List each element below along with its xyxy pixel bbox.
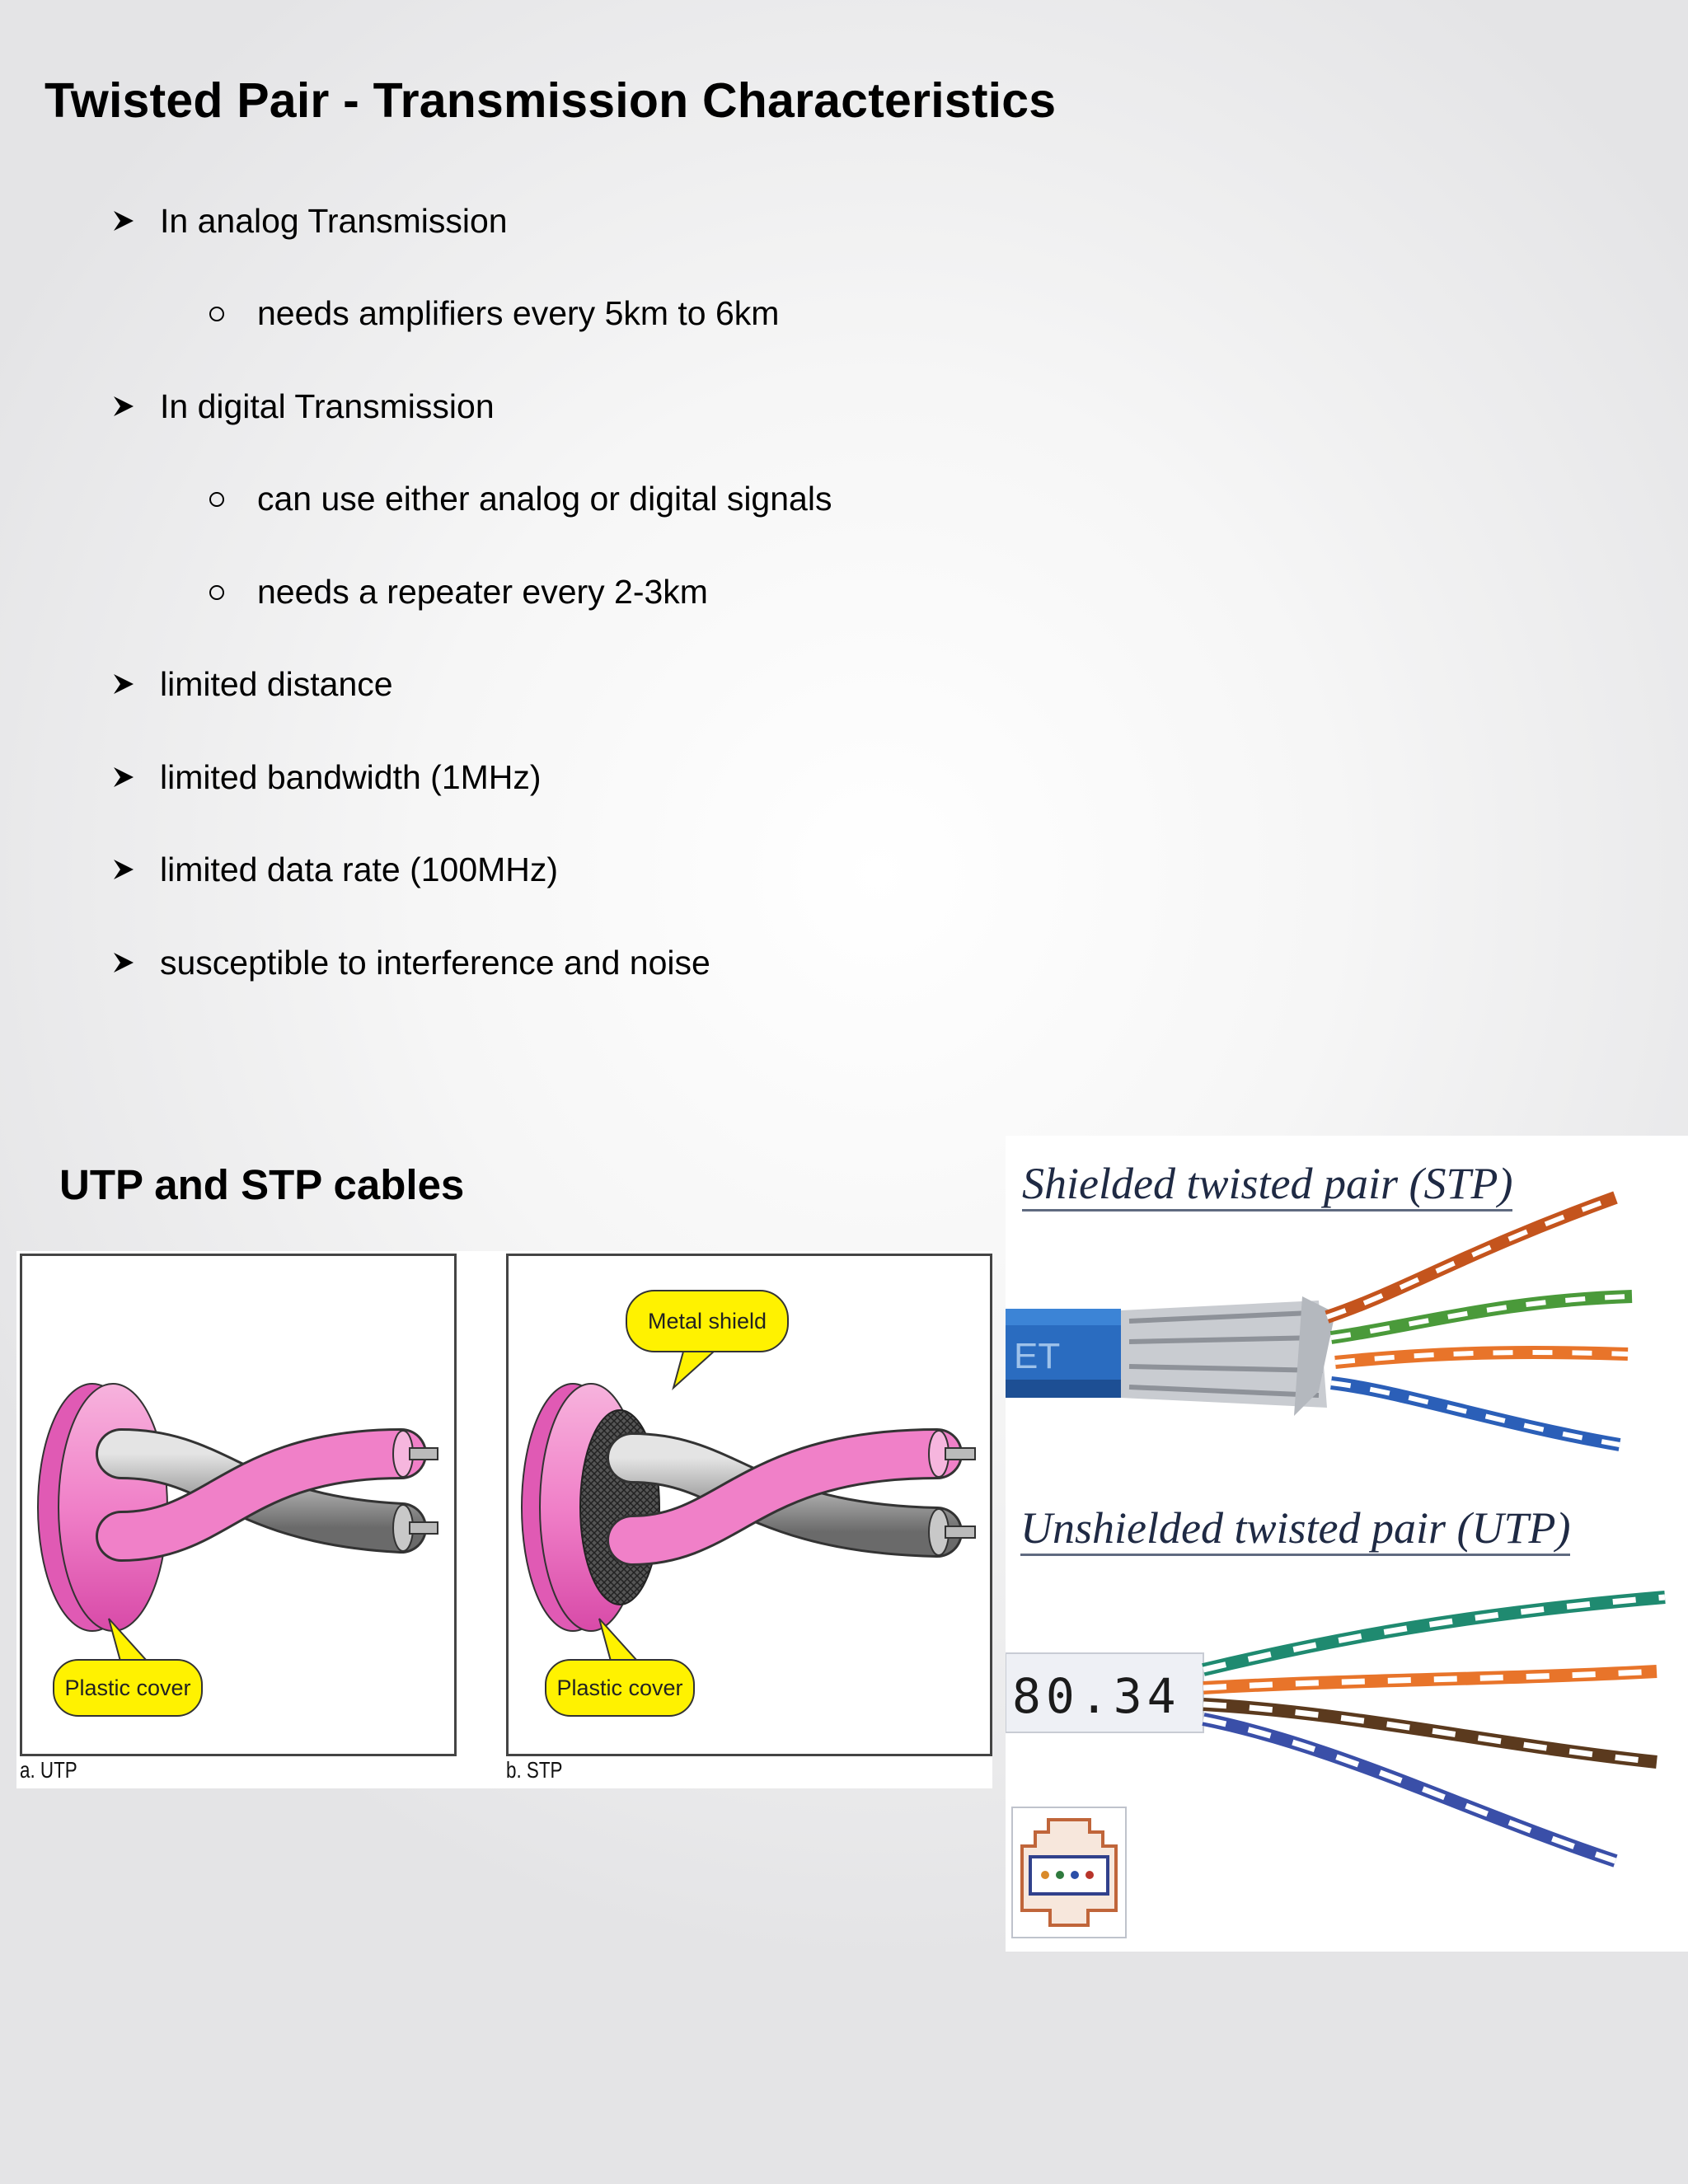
bullet-text: can use either analog or digital signals [257,480,832,518]
arrow-bullet-icon [114,953,134,972]
subbullet-amplifiers: needs amplifiers every 5km to 6km [209,297,779,330]
bullet-interference: susceptible to interference and noise [112,946,710,980]
section-title: UTP and STP cables [59,1161,465,1208]
slide-title: Twisted Pair - Transmission Characterist… [45,73,1057,128]
metal-shield-callout: Metal shield [648,1309,767,1333]
circle-bullet-icon [209,492,224,507]
bullet-analog: In analog Transmission [112,204,508,238]
bullet-text: limited bandwidth (1MHz) [160,758,542,796]
subbullet-repeater: needs a repeater every 2-3km [209,575,708,609]
bullet-text: In digital Transmission [160,387,495,425]
bullet-text: needs amplifiers every 5km to 6km [257,294,780,332]
bullet-data-rate: limited data rate (100MHz) [112,853,558,887]
cable-diagrams: Plastic cover a. UTP [16,1251,992,1788]
bullet-distance: limited distance [112,668,393,701]
bullet-text: needs a repeater every 2-3km [257,573,708,611]
bullet-text: limited data rate (100MHz) [160,851,559,888]
arrow-bullet-icon [114,396,134,416]
plastic-cover-callout: Plastic cover [556,1675,682,1700]
circle-bullet-icon [209,307,224,321]
bullet-text: limited distance [160,665,393,703]
arrow-bullet-icon [114,211,134,231]
cable-photo-illustration: ET 80.34 [1006,1191,1666,1938]
utp-photo-heading: Unshielded twisted pair (UTP) [1020,1505,1571,1556]
stp-caption: b. STP [506,1757,563,1783]
stp-photo-heading: Shielded twisted pair (STP) [1022,1160,1513,1212]
utp-caption: a. UTP [20,1757,77,1783]
bullet-bandwidth: limited bandwidth (1MHz) [112,761,542,794]
stp-diagram: Metal shield Plastic cover [506,1254,992,1756]
bullet-text: susceptible to interference and noise [160,944,710,982]
arrow-bullet-icon [114,674,134,694]
svg-text:ET: ET [1014,1336,1060,1376]
bullet-digital: In digital Transmission [112,390,495,424]
circle-bullet-icon [209,585,224,600]
plastic-cover-callout: Plastic cover [64,1675,190,1700]
arrow-bullet-icon [114,860,134,879]
utp-illustration: Plastic cover [37,1383,438,1717]
arrow-bullet-icon [114,767,134,787]
subbullet-signals: can use either analog or digital signals [209,482,832,516]
stp-illustration: Metal shield Plastic cover [521,1290,976,1717]
bullet-text: In analog Transmission [160,202,508,240]
cable-marking-text: 80.34 [1012,1668,1181,1724]
rj45-connector-icon [1011,1807,1127,1938]
cable-photos: Shielded twisted pair (STP) ET 80.34 [1006,1136,1688,1952]
utp-diagram: Plastic cover [20,1254,457,1756]
